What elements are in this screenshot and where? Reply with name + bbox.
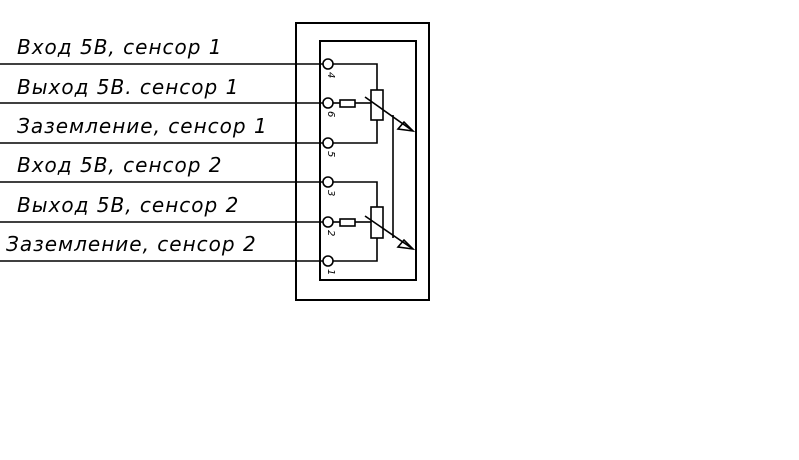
potentiometer-sensor-1 — [333, 63, 416, 144]
wiper-arrow — [364, 96, 414, 132]
signal-line: Заземление, сенсор 2 1 — [0, 232, 336, 275]
signal-line: Выход 5В, сенсор 2 2 — [0, 193, 336, 236]
pin-terminal — [322, 137, 334, 149]
pin-number: 1 — [325, 269, 336, 275]
signal-label: Выход 5В. сенсор 1 — [17, 75, 239, 99]
pin-number: 4 — [325, 72, 336, 78]
signal-line: Выход 5В. сенсор 1 6 — [0, 75, 336, 117]
pin-terminal — [322, 58, 334, 70]
signal-line: Заземление, сенсор 1 5 — [0, 114, 336, 157]
signal-line: Вход 5В, сенсор 2 3 — [0, 153, 336, 196]
signal-label: Выход 5В, сенсор 2 — [17, 193, 239, 217]
pin-terminal — [322, 176, 334, 188]
pin-number: 6 — [325, 111, 336, 117]
series-resistor — [339, 218, 356, 227]
signal-label: Заземление, сенсор 1 — [17, 114, 268, 138]
resistor-body — [370, 89, 384, 121]
connector-outer-frame — [295, 22, 430, 301]
series-resistor — [339, 99, 356, 108]
pin-terminal — [322, 97, 334, 109]
pin-number: 5 — [325, 151, 336, 157]
pin-number: 2 — [325, 230, 336, 236]
signal-label: Вход 5В, сенсор 1 — [17, 35, 223, 59]
pin-terminal — [322, 216, 334, 228]
connector-inner-frame — [319, 40, 417, 281]
wiper-arrow — [364, 215, 414, 250]
potentiometer-sensor-2 — [333, 181, 416, 262]
signal-label: Вход 5В, сенсор 2 — [17, 153, 223, 177]
signal-line: Вход 5В, сенсор 1 4 — [0, 35, 336, 78]
resistor-body — [370, 206, 384, 239]
pin-number: 3 — [325, 190, 336, 196]
signal-label: Заземление, сенсор 2 — [6, 232, 257, 256]
pin-terminal — [322, 255, 334, 267]
